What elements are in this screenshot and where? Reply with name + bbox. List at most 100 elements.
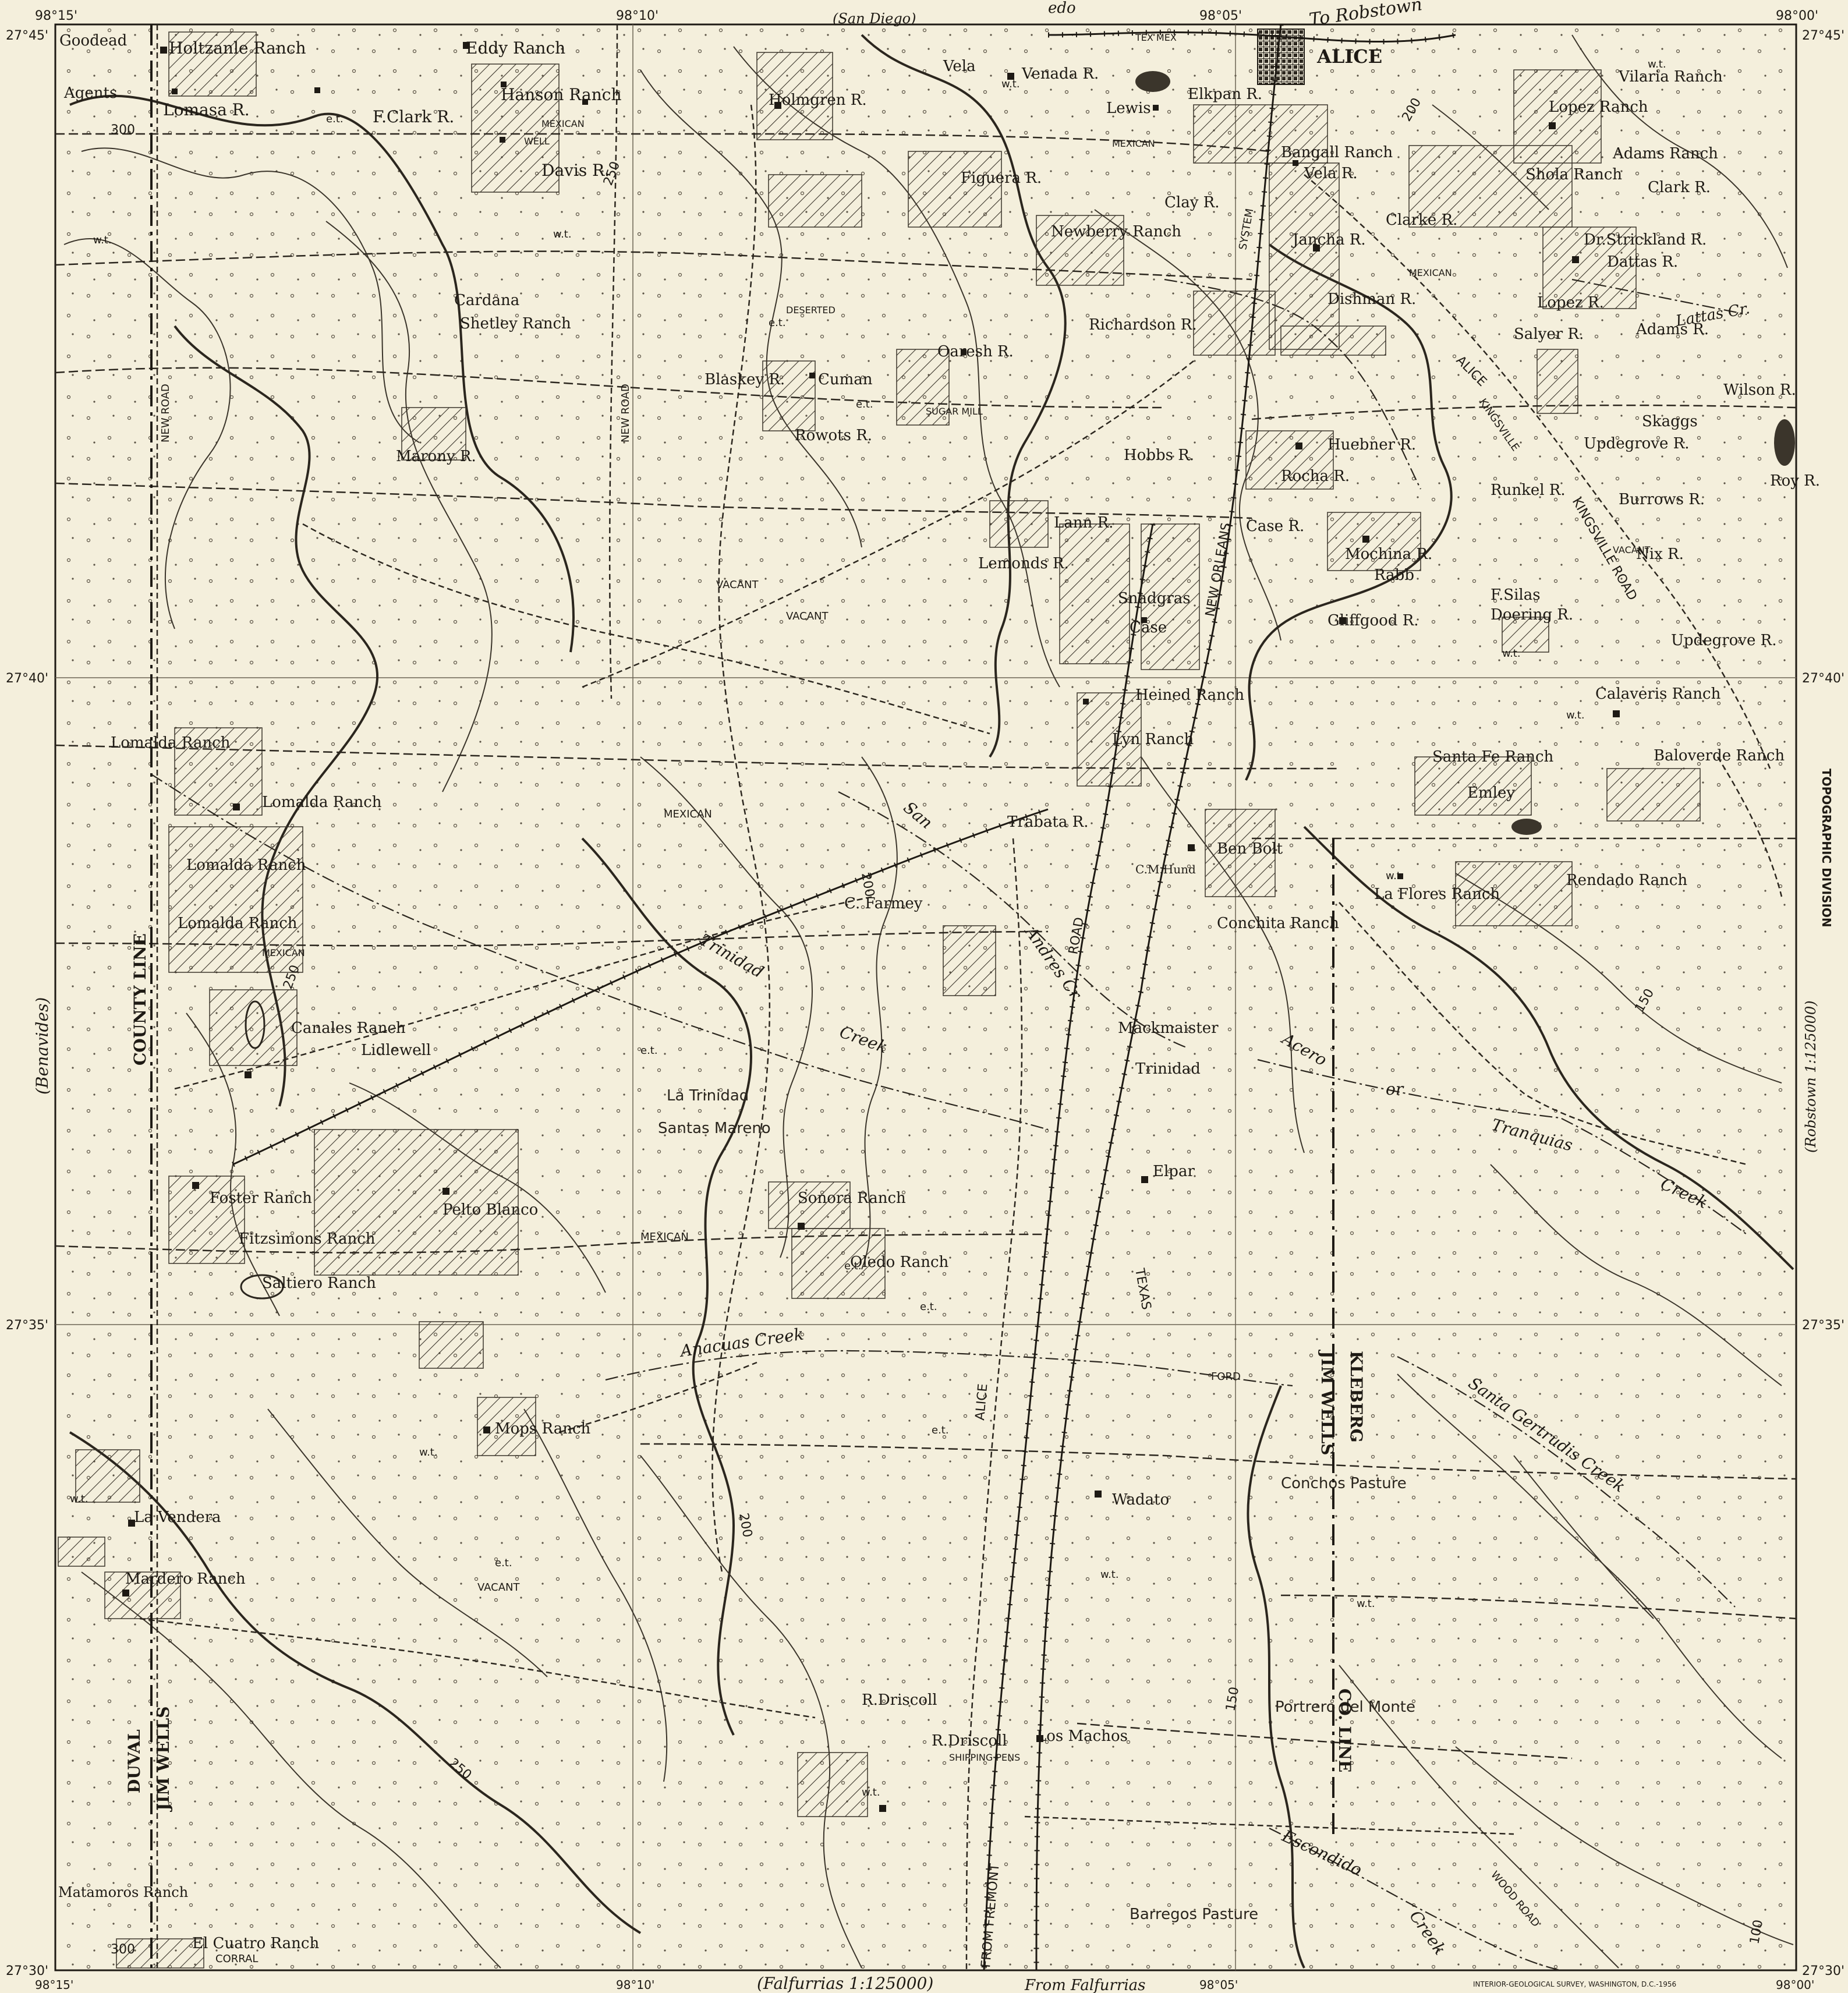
label-clark-r: Clark R. (1648, 179, 1711, 196)
label-mexican-4: MEXICAN (664, 808, 712, 820)
label-salyer: Salyer R. (1514, 325, 1584, 343)
label-wt-4: w.t. (553, 228, 572, 240)
label-cuman: Cuman (818, 371, 873, 388)
label-new-road-2: NEW ROAD (160, 384, 172, 443)
label-trabata: Trabata R. (1007, 813, 1088, 831)
label-matamoros-1: Matamoros Ranch (58, 1884, 188, 1900)
coord-bottom-right-lat: 27°30' (1802, 1964, 1845, 1978)
label-wilson: Wilson R. (1723, 381, 1796, 399)
label-tex-mex: TEX MEX (1135, 32, 1177, 43)
coord-top-lon-2: 98°05' (1199, 9, 1242, 23)
label-bangall: Bangall Ranch (1281, 144, 1393, 161)
label-baloverde: Baloverde Ranch (1654, 747, 1785, 764)
coord-bottom-lon-1: 98°10' (616, 1978, 654, 1992)
label-lidlewell: Lidlewell (361, 1042, 431, 1059)
label-alice-fremont: ALICE (973, 1383, 990, 1421)
label-sonora: Sonora Ranch (798, 1190, 906, 1207)
label-lyn: Lyn Ranch (1112, 731, 1194, 748)
county-boundaries (150, 24, 1334, 1970)
label-adams-r: Adams R. (1635, 321, 1709, 338)
label-wt-2: w.t. (1001, 78, 1020, 90)
label-hanson: Hanson Ranch (501, 85, 621, 104)
label-alice: ALICE (1316, 45, 1382, 68)
label-deserted: DESERTED (786, 305, 836, 316)
label-wt-12: w.t. (419, 1446, 438, 1459)
label-wt-8: w.t. (1100, 1569, 1119, 1581)
label-conchita: Conchita Ranch (1217, 915, 1339, 932)
label-cmhund: C.M.Hund (1135, 862, 1196, 876)
label-elpar: Elpar (1153, 1163, 1195, 1180)
label-et-3: e.t. (856, 398, 873, 410)
label-foster: Foster Ranch (210, 1190, 312, 1207)
label-lopez-ranch: Lopez Ranch (1549, 98, 1648, 116)
label-santafe: Santa Fe Ranch (1432, 748, 1554, 766)
label-holmgren: Holmgren R. (769, 91, 867, 109)
label-goodead: Goodead (59, 32, 127, 49)
label-eddy: Eddy Ranch (466, 38, 565, 58)
ponds (240, 71, 1795, 1300)
label-rdriscoll-1: R.Driscoll (862, 1691, 937, 1709)
label-updegrove-2: Updegrove R. (1671, 632, 1777, 649)
label-fitzsimons: Fitzsimons Ranch (239, 1230, 376, 1248)
label-nix: Nix R. (1636, 546, 1684, 563)
label-cardana: Cardana (454, 292, 519, 309)
label-ford: FORD (1211, 1371, 1241, 1383)
label-roy: Roy R. (1770, 472, 1820, 490)
label-saltiero: Saltiero Ranch (262, 1275, 376, 1292)
label-strickland: Dr.Strickland R. (1584, 231, 1707, 249)
label-agents: Agents (63, 84, 117, 102)
label-shipping-pens: SHIPPING PENS (949, 1752, 1020, 1763)
label-corral: CORRAL (215, 1953, 258, 1965)
label-losmachos: Los Machos (1036, 1727, 1128, 1745)
label-heined: Heined Ranch (1135, 686, 1244, 704)
label-updegrove-1: Updegrove R. (1584, 435, 1690, 452)
margin-from-falfurrias: From Falfurrias (1024, 1977, 1146, 1993)
label-vacant-2: VACANT (786, 610, 829, 622)
label-portrero: Portrero del Monte (1275, 1698, 1415, 1716)
label-lann: Lann R. (1054, 514, 1113, 532)
map-neatline (54, 23, 1797, 1971)
label-lomalda-2: Lomalda Ranch (262, 794, 382, 811)
label-gliffgood: Gliffgood R. (1327, 612, 1419, 629)
label-elkpan: Elkpan R. (1188, 86, 1262, 103)
label-barregos: Barregos Pasture (1130, 1906, 1258, 1923)
label-calaveris: Calaveris Ranch (1595, 685, 1721, 703)
label-burrows: Burrows R. (1619, 491, 1705, 508)
label-skaggs: Skaggs (1642, 413, 1698, 430)
label-jim-wells-west: JIM WELLS (154, 1707, 173, 1813)
label-hobbs: Hobbs R. (1124, 447, 1194, 464)
margin-stamp: TOPOGRAPHIC DIVISION (1819, 769, 1833, 928)
coord-bottom-left-lat: 27°30' (6, 1964, 48, 1978)
coord-top-lon-1: 98°10' (616, 9, 659, 23)
contour-lines (63, 34, 1794, 1969)
coord-top-right-lat: 27°45' (1802, 29, 1845, 43)
label-elcuatro: El Cuatro Ranch (192, 1935, 319, 1952)
coord-bottom-lon-2: 98°05' (1199, 1978, 1238, 1992)
coord-bottom-right-lon: 98°00' (1776, 1978, 1814, 1992)
label-laflores: La Flores Ranch (1374, 886, 1500, 903)
label-jim-wells-east: JIM WELLS (1318, 1349, 1337, 1455)
label-shola: Shola Ranch (1525, 166, 1622, 183)
label-wt-1: w.t. (1648, 58, 1666, 70)
label-et-8: e.t. (844, 1260, 862, 1272)
label-wt-11: w.t. (70, 1493, 88, 1505)
label-mardero: Mardero Ranch (125, 1570, 246, 1588)
label-mochina: Mochina R. (1345, 546, 1432, 563)
margin-credit: INTERIOR-GEOLOGICAL SURVEY, WASHINGTON, … (1473, 1980, 1676, 1988)
contour-300-south: 300 (111, 1942, 135, 1957)
contour-300-north: 300 (111, 123, 135, 137)
label-peloblanco: Pelto Blanco (442, 1201, 538, 1219)
label-wt-5: w.t. (1502, 647, 1521, 660)
label-oaresh: Oaresh R. (937, 343, 1014, 360)
label-vela-top: Vela (943, 58, 976, 75)
coord-top-left-lon: 98°15' (35, 9, 77, 23)
label-farmey: C. Farmey (844, 895, 923, 912)
label-vacant-4: VACANT (477, 1581, 521, 1594)
label-emley: Emley (1467, 784, 1515, 802)
label-et-2: e.t. (769, 317, 786, 329)
label-mexican-3: MEXICAN (1409, 267, 1452, 278)
label-wt-6: w.t. (1566, 709, 1585, 721)
coord-top-left-lat: 27°45' (6, 29, 48, 43)
coord-right-lat-1: 27°40' (1802, 671, 1845, 686)
